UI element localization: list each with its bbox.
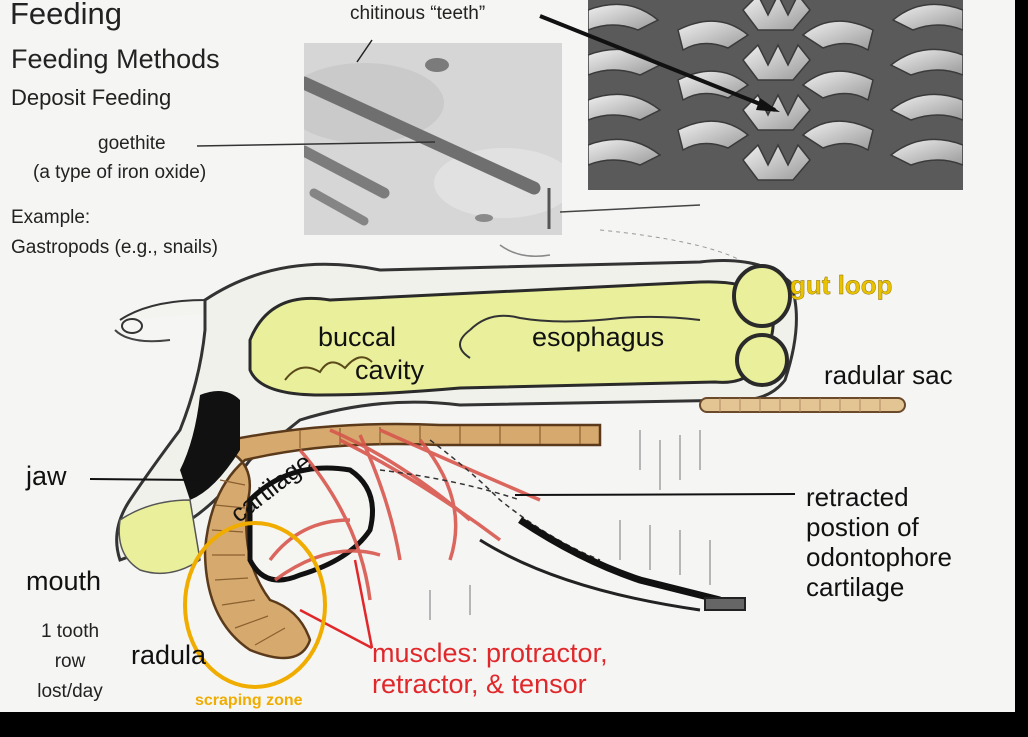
mouth-label: mouth — [26, 566, 102, 596]
esophagus-label: esophagus — [532, 322, 665, 352]
buccal-label: buccal — [318, 322, 397, 352]
radula-teeth-sem-photo — [588, 0, 963, 190]
radular-sac-label: radular sac — [824, 360, 953, 390]
jaw-label: jaw — [26, 461, 67, 491]
radula-label: radula — [131, 640, 207, 670]
goethite-micrograph — [304, 43, 562, 235]
example-label: Example: — [11, 207, 91, 228]
slide: Feeding Feeding Methods Deposit Feeding … — [0, 0, 1015, 712]
retracted-line-1: retracted — [806, 482, 909, 512]
goethite-description: (a type of iron oxide) — [33, 162, 207, 183]
gut-loop-label: gut loop — [790, 270, 893, 300]
scraping-zone-label: scraping zone — [195, 692, 303, 709]
muscles-label: muscles: protractor, retractor, & tensor — [372, 638, 608, 700]
muscles-line-1: muscles: protractor, — [372, 638, 608, 668]
slide-subsubtitle: Deposit Feeding — [11, 85, 172, 110]
teeth-label: chitinous “teeth” — [350, 3, 486, 24]
tooth-rate-line-1: 1 tooth — [40, 621, 100, 642]
retracted-line-4: cartilage — [806, 572, 905, 602]
tooth-rate-line-3: lost/day — [37, 681, 103, 702]
cavity-label: cavity — [355, 355, 425, 385]
example-value: Gastropods (e.g., snails) — [11, 237, 218, 258]
radula-anatomy-diagram — [89, 14, 906, 689]
slide-title: Feeding — [10, 0, 123, 31]
retracted-line-3: odontophore — [806, 542, 953, 572]
retracted-odontophore-label: retracted postion of odontophore cartila… — [806, 482, 952, 602]
muscles-line-2: retractor, & tensor — [372, 669, 587, 699]
goethite-label: goethite — [98, 133, 166, 154]
retracted-line-2: postion of — [806, 512, 919, 542]
tooth-rate-line-2: row — [54, 651, 86, 672]
tooth-loss-rate: 1 tooth row lost/day — [20, 617, 120, 707]
slide-subtitle: Feeding Methods — [11, 44, 220, 74]
